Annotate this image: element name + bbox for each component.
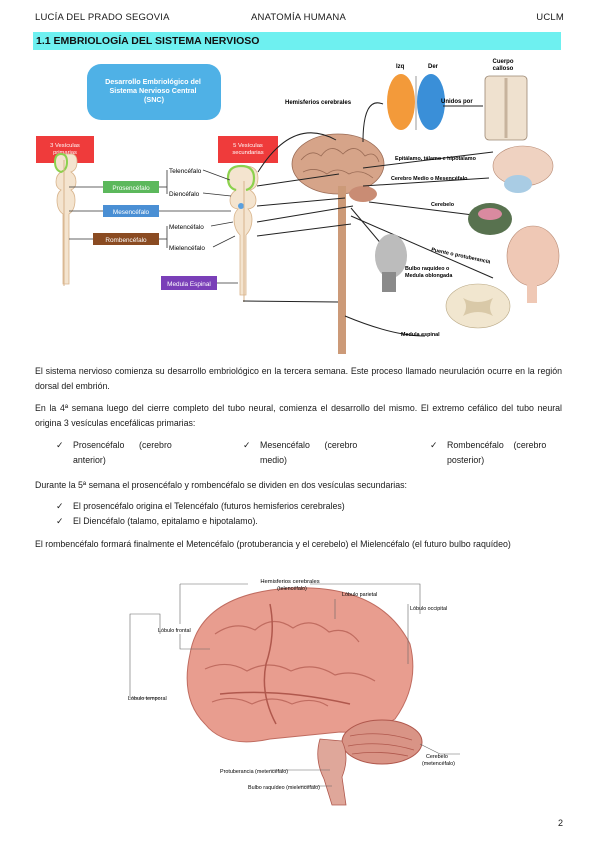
primary-neural-tube — [53, 152, 78, 286]
telencephalon-label-2: (telencéfalo) — [277, 586, 307, 592]
occipital-lobe-label: Lóbulo occipital — [410, 606, 447, 612]
snc-box — [87, 64, 221, 120]
left-label: Izq — [396, 64, 405, 70]
leader-lines — [129, 583, 460, 787]
prosencephalon-box — [103, 181, 159, 193]
spinal-cord-label: Medula Espinal — [167, 281, 211, 288]
colored-hemispheres — [387, 74, 445, 130]
mesencephalon-box — [103, 205, 159, 217]
midbrain-label: Cerebro Medio o Mesencéfalo — [391, 176, 468, 182]
brain-lobes-diagram: Hemisferios cerebrales (telencéfalo) Lób… — [128, 579, 460, 806]
cerebellum-image — [468, 203, 512, 235]
section-heading: 1.1 EMBRIOLOGÍA DEL SISTEMA NERVIOSO — [33, 32, 561, 50]
connector-arrows — [242, 102, 494, 337]
snc-box-label: Desarrollo Embriológico del Sistema Nerv… — [105, 77, 203, 104]
metencephalon-label: Metencéfalo — [169, 224, 204, 231]
paragraph-1: El sistema nervioso comienza su desarrol… — [35, 366, 562, 391]
myelencephalon-label: Mielencéfalo — [169, 245, 205, 252]
paragraph-3: Durante la 5ª semana el prosencéfalo y r… — [35, 480, 407, 490]
united-by-label: Unidos por — [441, 99, 473, 105]
cerebellum-label-2: Cerebelo — [426, 754, 448, 760]
page-header: LUCÍA DEL PRADO SEGOVIA ANATOMÍA HUMANA … — [35, 12, 564, 26]
spinal-cord-box — [161, 276, 217, 290]
mesencephalon-label: Mesencéfalo — [113, 209, 150, 216]
paragraph-2: En la 4ª semana luego del cierre complet… — [35, 403, 562, 428]
cerebral-hemispheres-label: Hemisferios cerebrales — [260, 579, 319, 585]
right-label: Der — [428, 64, 439, 70]
header-subject: ANATOMÍA HUMANA — [251, 12, 347, 23]
paragraph-4: El rombencéfalo formará finalmente el Me… — [35, 539, 511, 549]
page-number: 2 — [557, 818, 563, 828]
section-title: 1.1 EMBRIOLOGÍA DEL SISTEMA NERVIOSO — [36, 35, 260, 47]
brain-image — [186, 587, 423, 806]
metencephalon-label-2: (metencéfalo) — [422, 761, 455, 767]
medulla-image — [375, 234, 407, 292]
pons-label: Puente o protuberancia — [431, 247, 492, 266]
header-university: UCLM — [536, 12, 564, 23]
spinal-cord-section-image — [445, 283, 511, 329]
hemispheres-label: Hemisferios cerebrales — [285, 100, 352, 106]
thalamus-label: Epitálamo, tálamo e hipotálamo — [395, 156, 477, 162]
medulla-label-2: Bulbo raquídeo (mielencéfalo) — [248, 785, 320, 791]
embryology-diagram: Desarrollo Embriológico del Sistema Nerv… — [36, 59, 560, 354]
brainstem-image — [506, 225, 560, 303]
telencephalon-label: Telencéfalo — [169, 168, 202, 175]
rhombencephalon-label: Rombencéfalo — [105, 237, 147, 244]
cerebellum-label: Cerebelo — [431, 202, 455, 208]
frontal-lobe-label: Lóbulo frontal — [158, 628, 191, 634]
temporal-lobe-label: Lóbulo temporal — [128, 696, 167, 702]
primary-arrows — [69, 170, 238, 284]
pons-label-2: Protuberancia (metencéfalo) — [220, 769, 288, 775]
rhombencephalon-box — [93, 233, 159, 245]
header-author: LUCÍA DEL PRADO SEGOVIA — [35, 12, 170, 23]
midbrain-image — [504, 175, 532, 193]
spinal-cord-label-2: Medula espinal — [401, 332, 440, 338]
prosencephalon-label: Prosencéfalo — [112, 185, 150, 192]
diencephalon-label: Diencéfalo — [169, 191, 200, 198]
secondary-neural-tube — [226, 164, 259, 302]
parietal-lobe-label: Lóbulo parietal — [342, 592, 377, 598]
secondary-arrows — [202, 169, 236, 248]
central-brain — [291, 133, 385, 354]
